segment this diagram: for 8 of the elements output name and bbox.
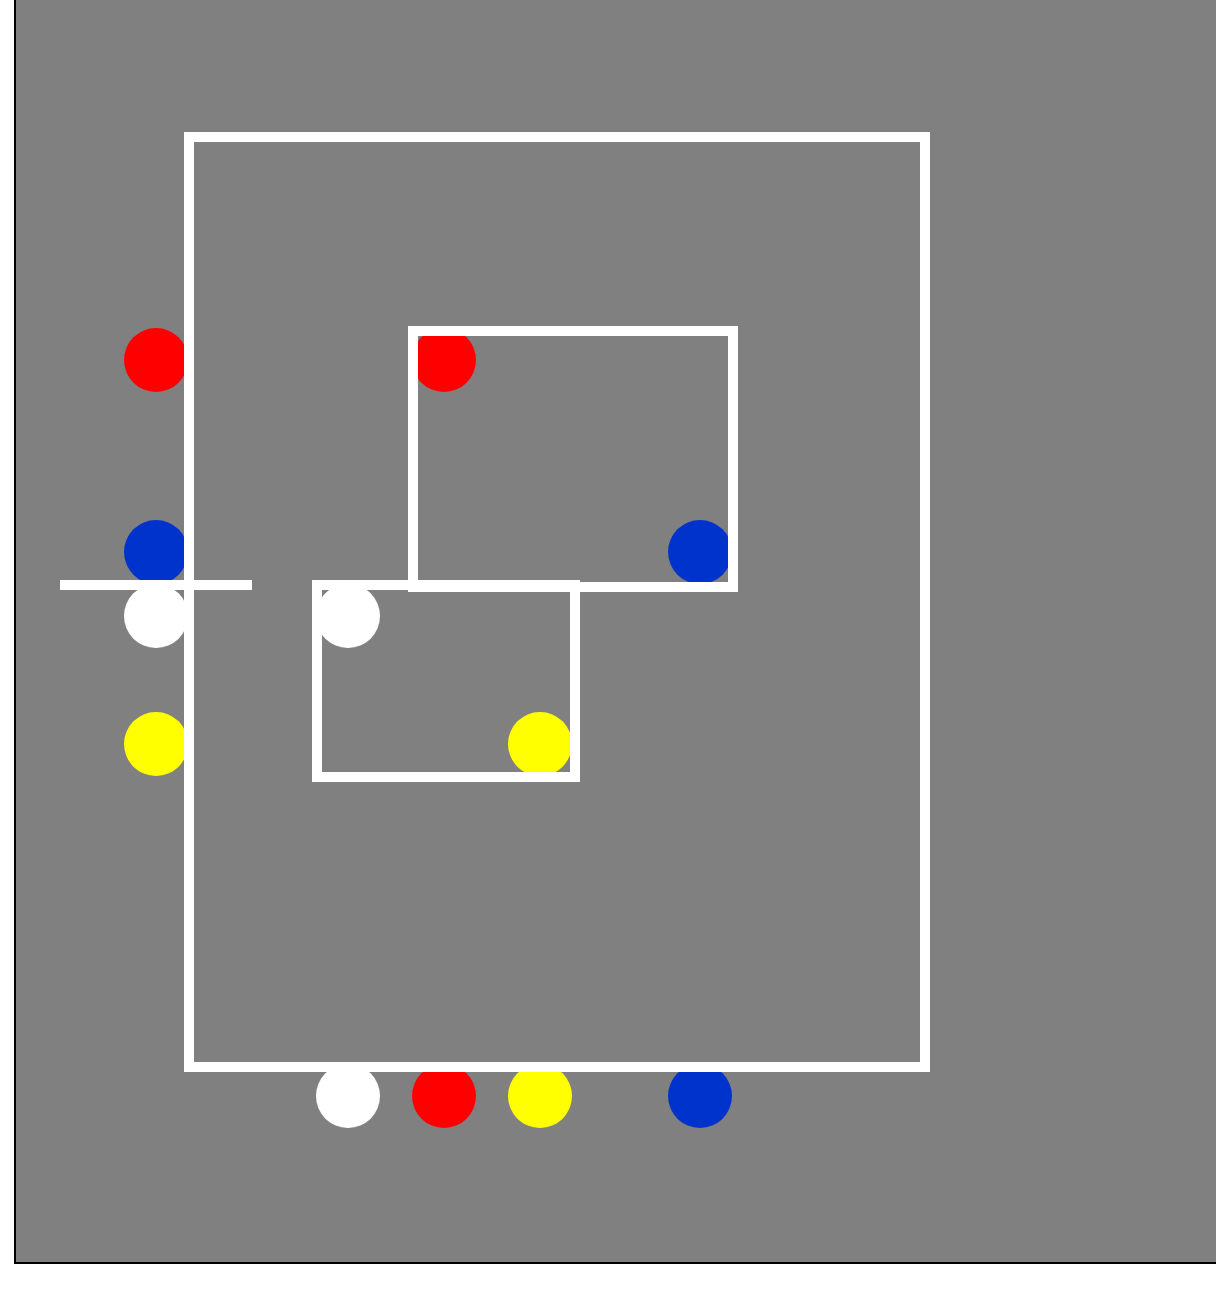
frame	[184, 132, 930, 1072]
dot	[668, 520, 728, 582]
dot	[418, 336, 476, 392]
frame	[408, 326, 738, 592]
dot	[508, 712, 570, 772]
frame	[312, 580, 580, 782]
dot	[124, 328, 188, 392]
dot	[124, 712, 188, 776]
